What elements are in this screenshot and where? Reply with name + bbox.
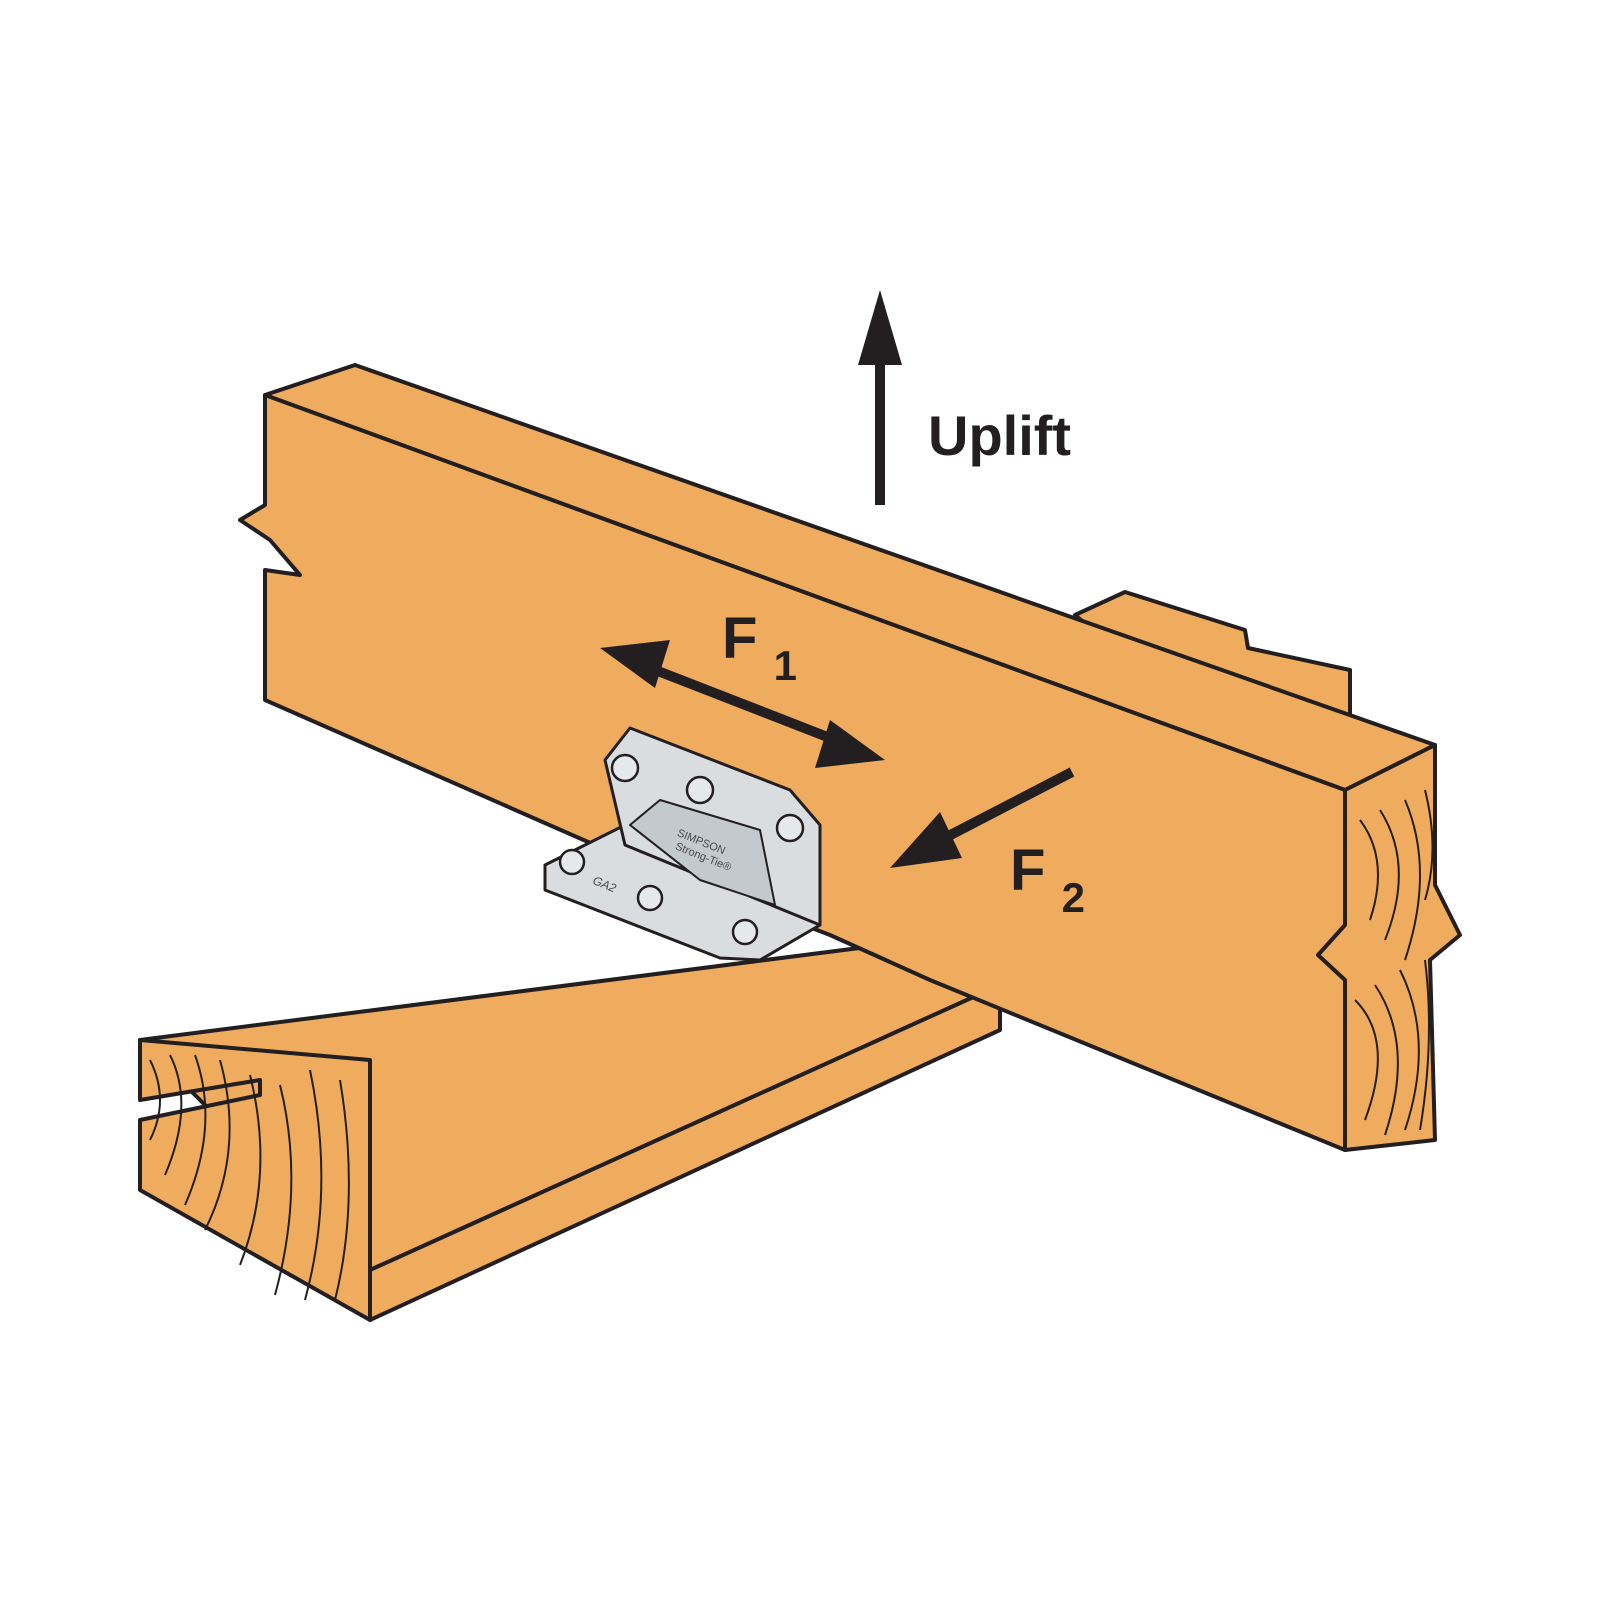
- screw: [685, 775, 715, 805]
- f2-label: F 2: [1010, 838, 1085, 921]
- f1-subscript: 1: [774, 642, 797, 689]
- lower-joist-grain-lines: [149, 1054, 350, 1301]
- top-beam-grain-lines: [1354, 789, 1434, 1136]
- screw: [775, 813, 805, 843]
- f1-label: F 1: [722, 606, 797, 689]
- connector-screws: [558, 753, 805, 946]
- screw: [636, 884, 664, 912]
- connector-stiffener: [629, 799, 776, 906]
- screw: [610, 753, 640, 783]
- ga2-connector: SIMPSON Strong-Tie® GA2: [543, 726, 822, 962]
- uplift-label: Uplift: [928, 404, 1071, 467]
- f2-subscript: 2: [1062, 874, 1085, 921]
- f2-arrow: [890, 767, 1075, 868]
- f1-letter: F: [722, 606, 757, 671]
- f2-letter: F: [1010, 838, 1045, 903]
- top-beam-end-grain: [1316, 743, 1462, 1152]
- top-beam: [238, 363, 1462, 1152]
- screw: [558, 848, 586, 876]
- f1-arrow: [600, 640, 885, 768]
- uplift-arrow: [858, 290, 902, 505]
- lower-joist-end-grain: [138, 1038, 372, 1322]
- screw: [731, 918, 759, 946]
